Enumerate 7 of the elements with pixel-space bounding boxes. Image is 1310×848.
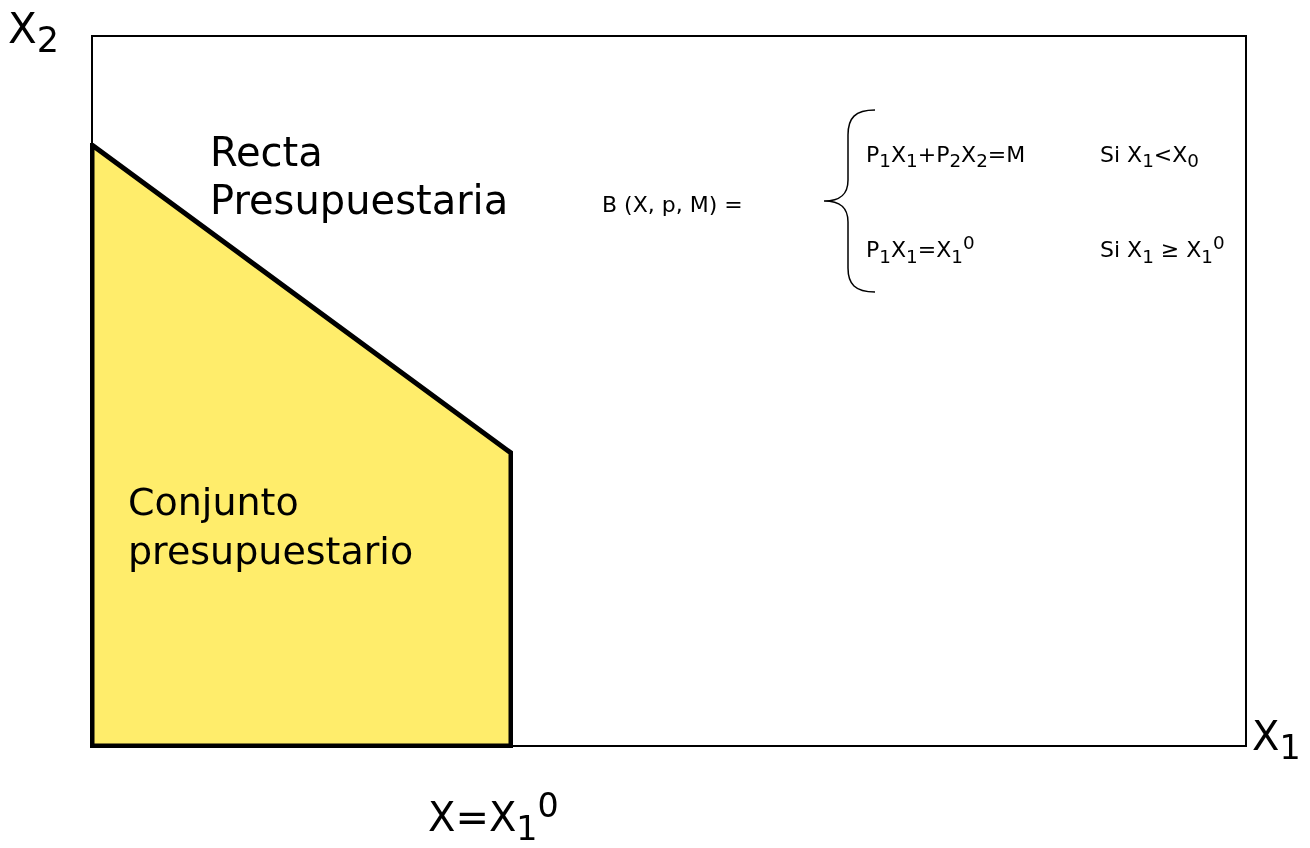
function-label: B (X, p, M) = — [602, 192, 743, 219]
condition-text: Si X$_{1}$<X$_{0}$ — [1100, 142, 1199, 173]
equation-text: P$_{1}$X$_{1}$+P$_{2}$X$_{2}$=M — [866, 142, 1026, 173]
axis-label: X$_{2}$ — [8, 4, 60, 62]
line-label: Recta Presupuestaria — [210, 128, 510, 224]
axis-label: X$_{1}$ — [1252, 712, 1301, 768]
region-label: Conjunto presupuestario — [128, 479, 415, 576]
